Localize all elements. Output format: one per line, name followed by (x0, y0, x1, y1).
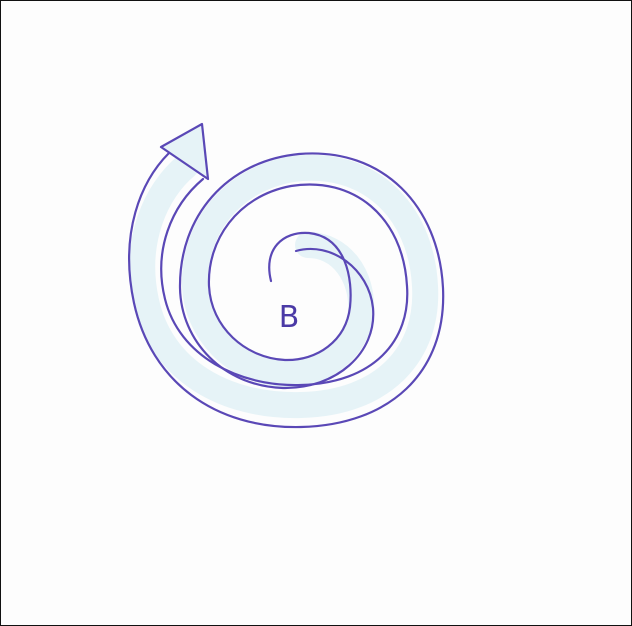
center-label: B (279, 300, 300, 335)
spiral-band-fill (142, 166, 425, 405)
